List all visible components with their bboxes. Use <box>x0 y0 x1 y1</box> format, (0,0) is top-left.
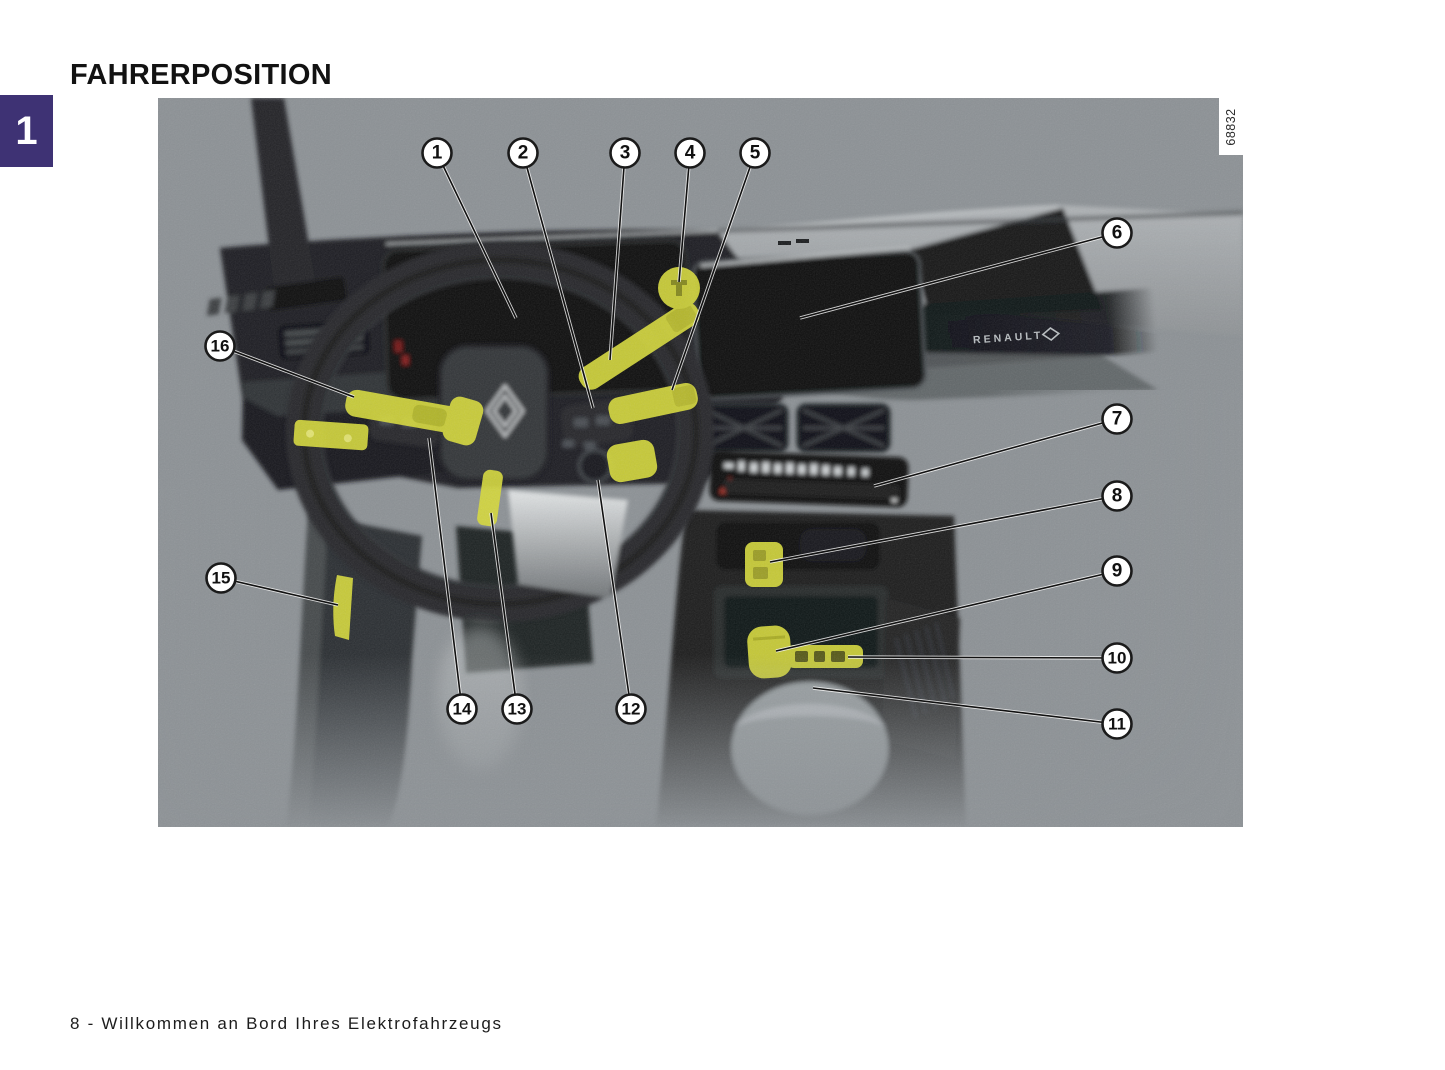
callout-number: 9 <box>1112 561 1123 582</box>
callout-leader-line <box>609 152 626 361</box>
callout-circle <box>204 330 236 362</box>
callout-2: 2 <box>507 137 595 409</box>
callout-3: 3 <box>608 137 641 361</box>
callout-leader-line <box>436 152 517 319</box>
callout-16: 16 <box>204 330 355 399</box>
callout-number: 7 <box>1112 409 1123 430</box>
callout-number: 4 <box>685 143 696 164</box>
callout-10: 10 <box>847 642 1133 674</box>
callout-circle <box>609 137 641 169</box>
callout-13: 13 <box>489 512 533 725</box>
callout-number: 2 <box>518 143 529 164</box>
callout-12: 12 <box>596 479 647 725</box>
callout-5: 5 <box>670 137 771 391</box>
figure-id-box: 68832 <box>1219 98 1243 155</box>
chapter-tab: 1 <box>0 95 53 167</box>
callout-9: 9 <box>775 555 1133 653</box>
callout-circle <box>507 137 539 169</box>
callout-leader-line <box>597 479 632 710</box>
callout-leader-line <box>873 418 1118 487</box>
callout-circle <box>1101 708 1133 740</box>
callout-leader-line <box>522 152 594 409</box>
callout-leader-line <box>490 512 518 710</box>
page-title: FAHRERPOSITION <box>70 59 332 92</box>
callout-leader-line <box>671 152 756 391</box>
callout-circle <box>1101 555 1133 587</box>
callout-11: 11 <box>812 686 1133 740</box>
callout-7: 7 <box>873 403 1133 488</box>
callout-number: 10 <box>1108 649 1127 668</box>
callout-number: 1 <box>432 143 443 164</box>
callout-leader-line <box>678 152 691 283</box>
callout-leader-line <box>775 570 1118 652</box>
callout-number: 13 <box>508 700 527 719</box>
callout-circle <box>205 562 237 594</box>
callout-number: 12 <box>622 700 641 719</box>
callout-circle <box>739 137 771 169</box>
callout-circle <box>674 137 706 169</box>
photo-grain <box>158 98 1243 827</box>
callout-leader-line <box>428 437 463 710</box>
callout-leader-line <box>812 687 1118 725</box>
callout-8: 8 <box>769 480 1133 564</box>
callout-number: 14 <box>453 700 472 719</box>
page-footer: 8 - Willkommen an Bord Ihres Elektrofahr… <box>70 1014 503 1033</box>
callout-circle <box>421 137 453 169</box>
callout-circle <box>1101 642 1133 674</box>
callout-number: 3 <box>620 143 631 164</box>
callout-14: 14 <box>427 437 478 725</box>
callout-circle <box>1101 403 1133 435</box>
callout-4: 4 <box>674 137 706 283</box>
callout-circle <box>1101 217 1133 249</box>
callout-circle <box>501 693 533 725</box>
callout-leader-line <box>847 656 1118 659</box>
callout-number: 5 <box>750 143 761 164</box>
callout-circle <box>446 693 478 725</box>
callout-circle <box>615 693 647 725</box>
callout-6: 6 <box>799 217 1133 320</box>
callout-circle <box>1101 480 1133 512</box>
callout-number: 16 <box>211 337 230 356</box>
callout-leader-line <box>769 495 1118 563</box>
callout-1: 1 <box>421 137 518 319</box>
callout-number: 8 <box>1112 486 1123 507</box>
chapter-number: 1 <box>15 108 38 153</box>
callout-leader-line <box>219 345 355 398</box>
callout-number: 15 <box>212 569 231 588</box>
callout-15: 15 <box>205 562 339 607</box>
callout-leader-line <box>799 232 1118 319</box>
callout-leader-line <box>220 577 339 606</box>
callout-number: 11 <box>1108 715 1126 734</box>
callout-number: 6 <box>1112 223 1123 244</box>
figure-id: 68832 <box>1224 107 1238 146</box>
